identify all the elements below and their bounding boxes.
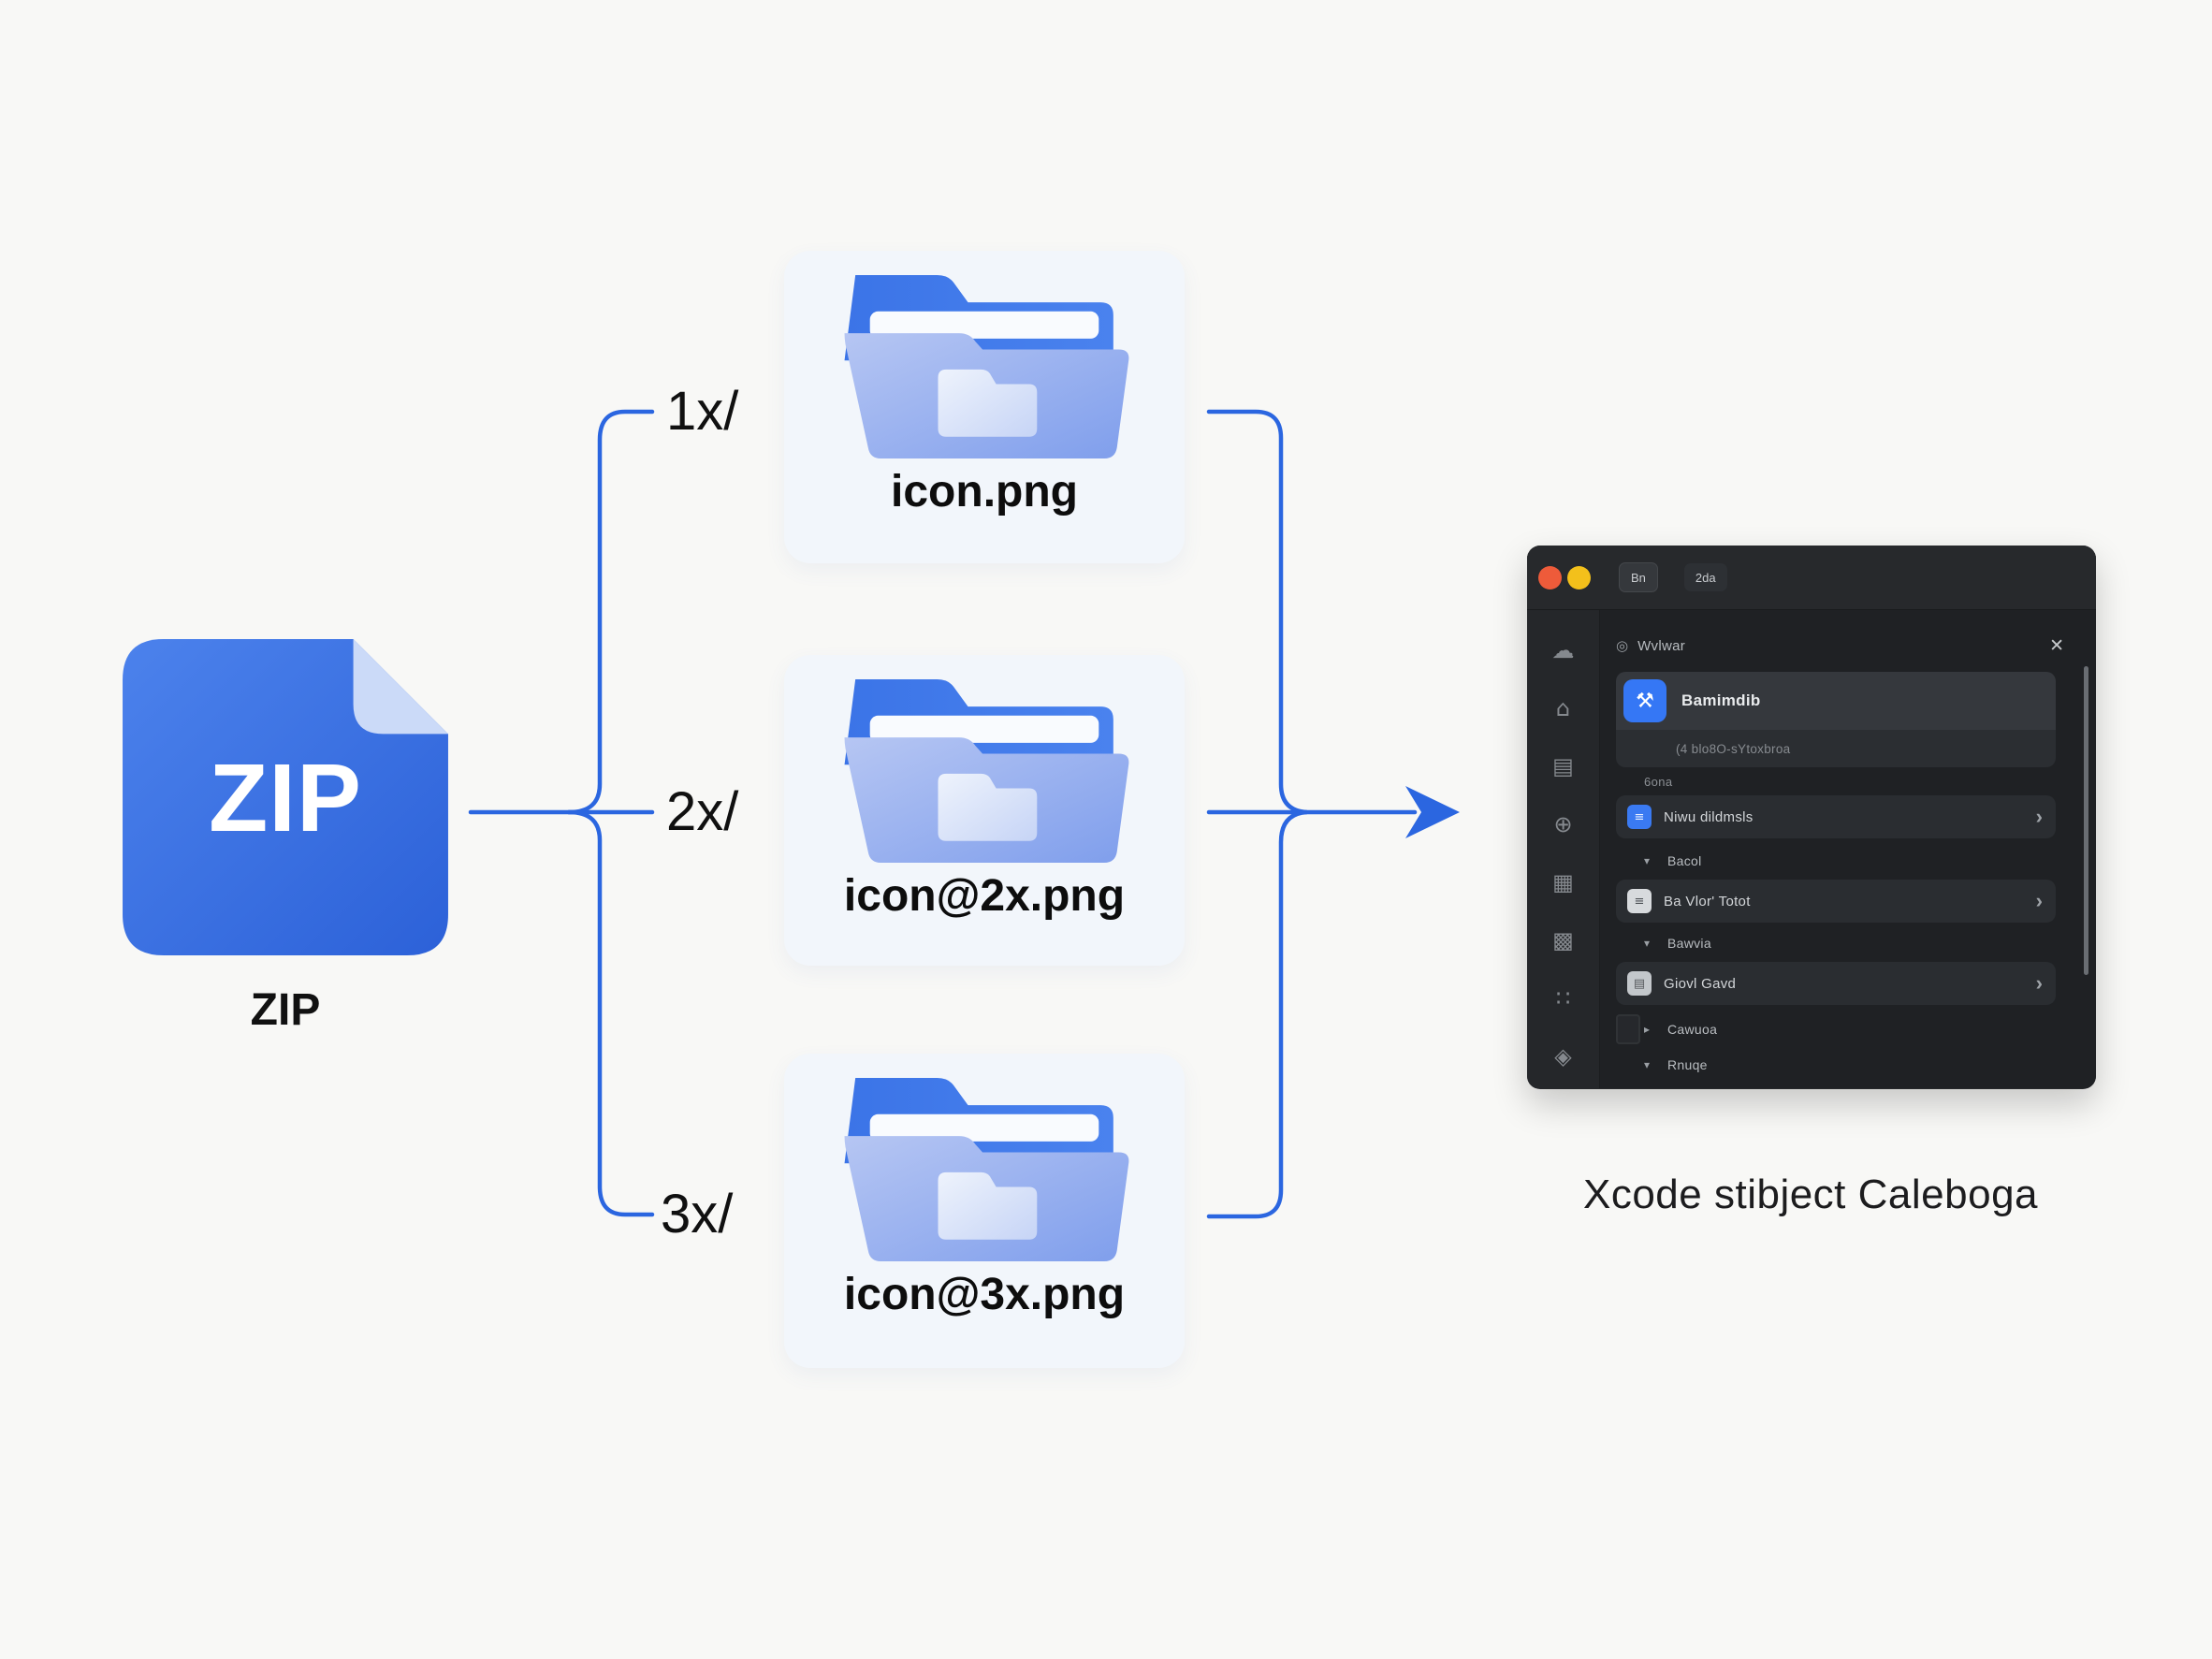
panel-title: Wvlwar [1637, 637, 1686, 654]
arrow-head [1405, 786, 1460, 838]
window-sidebar: ☁ ⌂ ▤ ⊕ ▦ ▩ ∷ ◈ [1527, 610, 1600, 1088]
xcode-window: Bn 2da ☁ ⌂ ▤ ⊕ ▦ ▩ ∷ ◈ ◎ Wvlwar ✕ [1527, 546, 2096, 1089]
close-icon[interactable]: ✕ [2049, 635, 2064, 656]
traffic-light-minimize[interactable] [1567, 565, 1591, 589]
dots-icon[interactable]: ∷ [1555, 985, 1571, 1011]
row-label: Ba Vlor' Totot [1664, 893, 1751, 910]
section-label: 6ona [1644, 775, 1673, 789]
zip-file-icon: ZIP [123, 639, 448, 955]
window-panel: ◎ Wvlwar ✕ ⚒ Bamimdib (4 blo8O-sYtoxbroa… [1600, 610, 2096, 1088]
eye-icon: ◎ [1616, 637, 1629, 654]
merge-line-top [1206, 409, 1309, 815]
app-icon: ⚒ [1623, 679, 1666, 722]
row-icon-light: ≡ [1627, 889, 1652, 913]
chevron-right-icon: › [2035, 971, 2043, 995]
dir-label-2x: 2x/ [666, 781, 739, 842]
list-card-icon[interactable]: ▤ [1552, 753, 1574, 779]
group-label: Bacol [1667, 853, 1702, 868]
caption: Xcode stibject Caleboga [1582, 1171, 2039, 1217]
group-label: Rnuqe [1667, 1057, 1708, 1072]
selected-app-title: Bamimdib [1681, 691, 1761, 709]
folder-card-1x: icon.png [784, 251, 1185, 563]
window-tab-1[interactable]: Bn [1619, 562, 1658, 592]
folder-name: icon.png [891, 467, 1078, 517]
grid-icon[interactable]: ▦ [1552, 869, 1574, 895]
row-label: Giovl Gavd [1664, 975, 1737, 992]
globe-icon[interactable]: ⊕ [1553, 811, 1573, 837]
selected-app-block[interactable]: ⚒ Bamimdib (4 blo8O-sYtoxbroa [1616, 672, 2056, 767]
window-tab-2[interactable]: 2da [1683, 563, 1727, 591]
zip-label: ZIP [250, 985, 321, 1035]
folder-icon [844, 678, 1129, 864]
scrollbar[interactable] [2084, 666, 2088, 975]
traffic-light-close[interactable] [1538, 565, 1562, 589]
dir-label-3x: 3x/ [661, 1184, 734, 1244]
zip-fold-corner [353, 639, 448, 735]
selected-app-subtitle: (4 blo8O-sYtoxbroa [1616, 730, 2056, 767]
disclosure-group[interactable]: ▾ Bacol [1616, 851, 2077, 870]
dir-label-1x: 1x/ [666, 381, 739, 442]
ghost-file-icon [1616, 1014, 1640, 1044]
folder-name: icon@2x.png [843, 871, 1126, 921]
folder-card-3x: icon@3x.png [784, 1054, 1185, 1368]
chevron-down-icon: ▾ [1644, 854, 1651, 867]
grid-alt-icon[interactable]: ▩ [1552, 927, 1574, 953]
row-label: Niwu dildmsls [1664, 808, 1754, 825]
disclosure-group[interactable]: ▾ Rnuqe [1616, 1055, 2077, 1074]
disclosure-group[interactable]: ▸ Cawuoa [1616, 1014, 2077, 1044]
list-row[interactable]: ≡ Niwu dildmsls › [1616, 795, 2056, 838]
window-body: ☁ ⌂ ▤ ⊕ ▦ ▩ ∷ ◈ ◎ Wvlwar ✕ ⚒ Bamimdib [1527, 610, 2096, 1088]
group-label: Bawvia [1667, 936, 1711, 951]
chevron-right-icon: ▸ [1644, 1023, 1651, 1036]
list-row[interactable]: ≡ Ba Vlor' Totot › [1616, 880, 2056, 923]
group-label: Cawuoa [1667, 1022, 1718, 1037]
folder-card-2x: icon@2x.png [784, 655, 1185, 966]
branch-line-1x [566, 409, 655, 815]
selected-app-row[interactable]: ⚒ Bamimdib [1616, 672, 2056, 730]
zip-icon-text: ZIP [209, 743, 362, 851]
shield-icon[interactable]: ◈ [1554, 1043, 1572, 1070]
folder-icon [844, 1077, 1129, 1262]
cloud-icon[interactable]: ☁ [1551, 637, 1575, 663]
panel-header: ◎ Wvlwar ✕ [1616, 631, 2077, 661]
home-icon[interactable]: ⌂ [1555, 695, 1571, 721]
folder-name: icon@3x.png [843, 1270, 1126, 1319]
list-row[interactable]: ▤ Giovl Gavd › [1616, 962, 2056, 1005]
row-icon-blue: ≡ [1627, 805, 1652, 829]
branch-line-3x [566, 809, 655, 1217]
chevron-down-icon: ▾ [1644, 1058, 1651, 1071]
folder-icon [844, 274, 1129, 459]
merge-line-bottom [1206, 809, 1309, 1219]
chevron-right-icon: › [2035, 805, 2043, 828]
chevron-right-icon: › [2035, 889, 2043, 912]
row-icon-gray: ▤ [1627, 971, 1652, 996]
window-titlebar: Bn 2da [1527, 546, 2096, 610]
disclosure-group[interactable]: ▾ Bawvia [1616, 934, 2077, 953]
chevron-down-icon: ▾ [1644, 937, 1651, 950]
